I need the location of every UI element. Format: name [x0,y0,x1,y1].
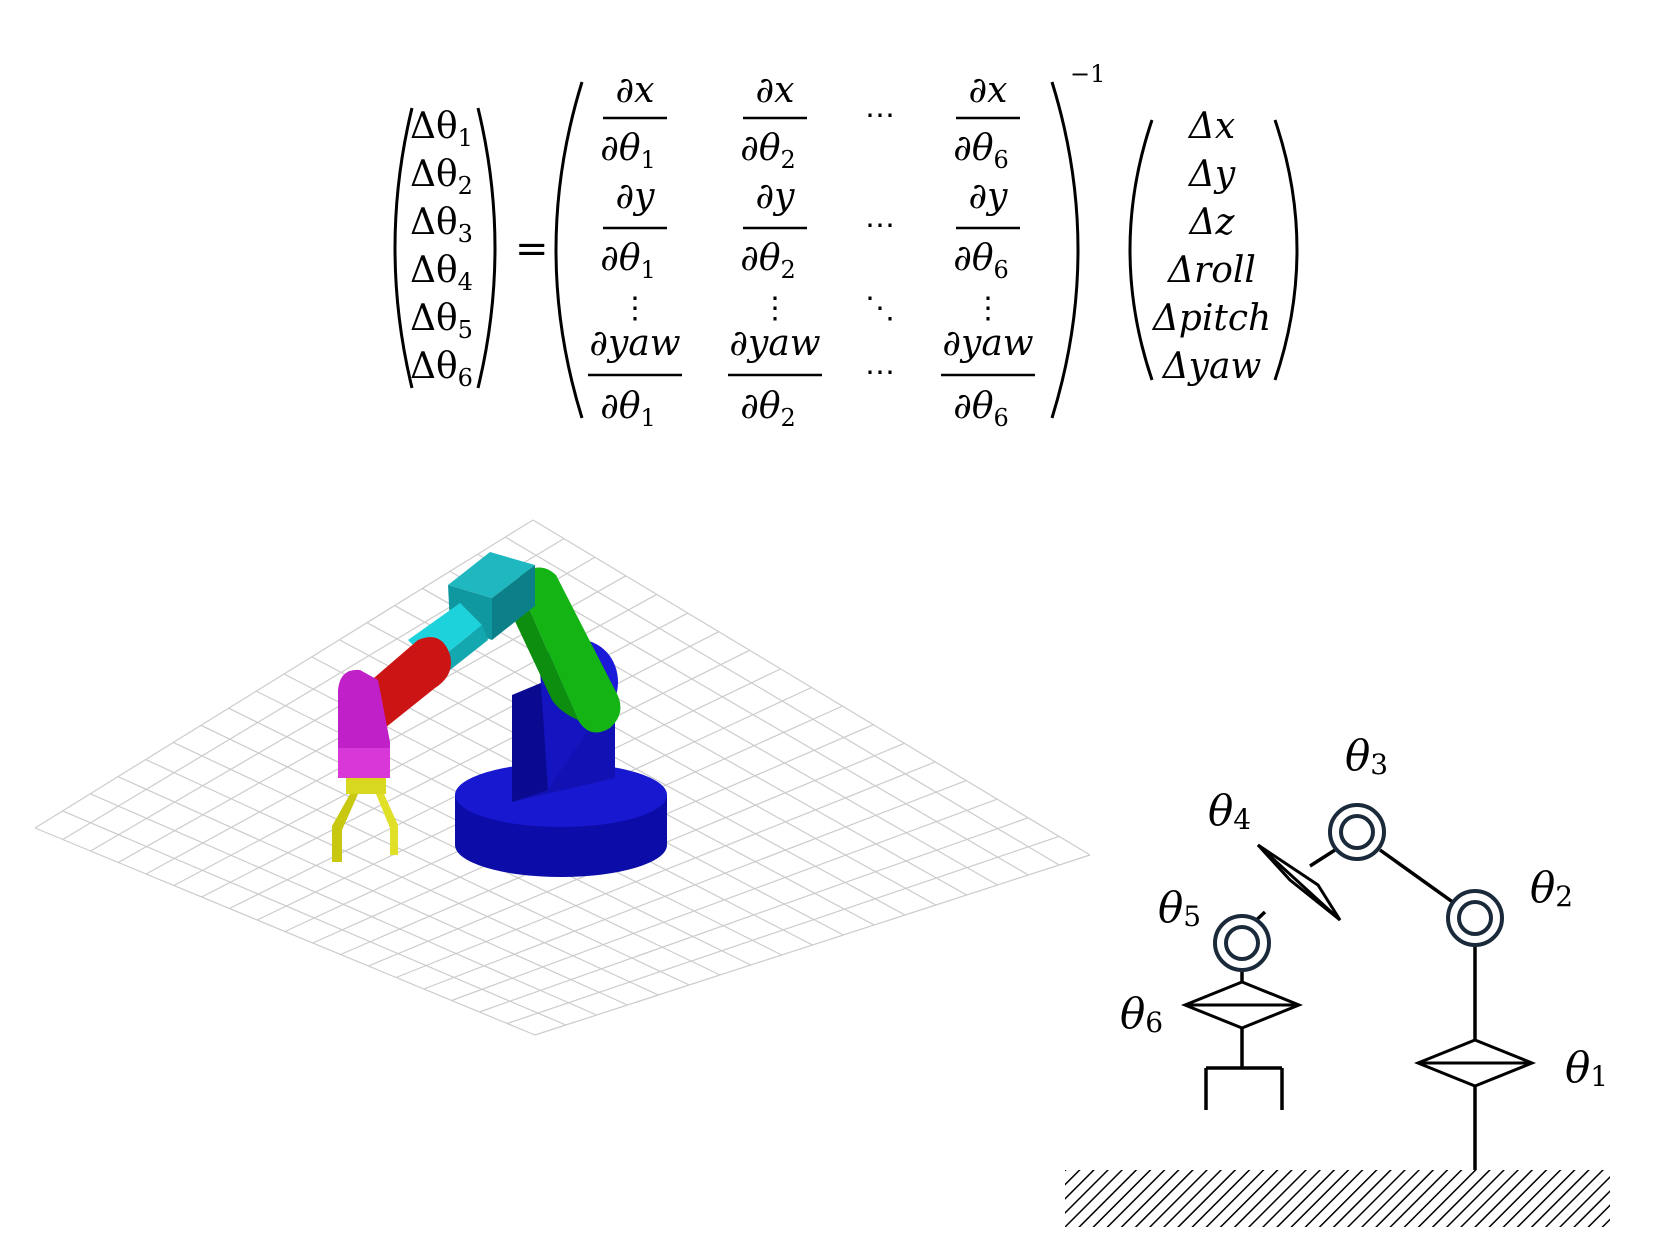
label-theta6: θ6 [1120,989,1163,1039]
jacobian-cell-1-1-den: ∂θ1 [600,128,656,174]
equals-sign: = [515,226,549,272]
lhs-left-paren [393,107,414,389]
jacobian-cell-3-4-dots: ⋮ [973,291,1003,326]
rhs-entry-5: Δpitch [1151,298,1271,339]
label-theta4: θ4 [1208,786,1251,836]
label-theta5: θ5 [1158,883,1201,933]
jacobian-cell-2-2-num: ∂y [756,176,796,217]
grid-line [505,536,1060,866]
kinematic-schematic: θ1 θ2 θ3 θ4 θ5 θ6 [1065,731,1610,1227]
joint-theta6-diamond [1180,980,1304,1030]
lhs-entry-5: Δθ5 [410,298,473,344]
rhs-entry-4: Δroll [1166,250,1256,291]
jacobian-cell-2-1-den: ∂θ1 [600,238,656,284]
lhs-entry-4: Δθ4 [410,250,473,296]
jacobian-cell-1-3-dots: ⋯ [865,98,895,133]
jacobian-equation: Δθ1 Δθ2 Δθ3 Δθ4 Δθ5 Δθ6 = −1 ∂x ∂θ1 ∂x ∂… [393,60,1299,432]
jacobian-cell-1-4-num: ∂x [969,70,1008,111]
rhs-left-paren [1128,119,1154,381]
lhs-right-paren [476,107,497,389]
label-theta2: θ2 [1530,863,1573,913]
grid-line [507,835,1060,1025]
jacobian-cell-3-2-dots: ⋮ [760,291,790,326]
lhs-vector: Δθ1 Δθ2 Δθ3 Δθ4 Δθ5 Δθ6 [393,106,497,392]
grid-line [534,854,1091,1036]
jacobian-cell-4-1-den: ∂θ1 [600,386,656,432]
lhs-entry-6: Δθ6 [410,346,473,392]
joint-theta3-circle [1328,803,1386,861]
joint-theta4-diamond [1256,843,1342,922]
jacobian-cell-4-1-num: ∂yaw [589,323,680,364]
inverse-exponent: −1 [1070,60,1105,88]
lhs-entry-1: Δθ1 [410,106,473,152]
jacobian-cell-1-1-num: ∂x [616,70,655,111]
label-theta3: θ3 [1345,731,1388,781]
jacobian-cell-3-3-dots: ⋱ [865,291,895,326]
jacobian-cell-1-4-den: ∂θ6 [953,128,1009,174]
jacobian-cell-2-4-den: ∂θ6 [953,238,1009,284]
lhs-entry-2: Δθ2 [410,154,473,200]
rhs-entry-6: Δyaw [1161,346,1262,387]
rhs-entry-2: Δy [1187,154,1236,195]
jacobian-cell-4-3-dots: ⋯ [865,355,895,390]
grid-line [479,817,1029,1013]
rhs-right-paren [1273,119,1299,381]
jacobian-cell-3-1-dots: ⋮ [620,291,650,326]
jacobian-matrix: −1 ∂x ∂θ1 ∂x ∂θ2 ⋯ ∂x ∂θ6 ∂y ∂θ1 ∂y ∂θ2 … [554,60,1105,432]
jacobian-cell-2-4-num: ∂y [969,176,1009,217]
joint-theta2-circle [1446,889,1504,947]
jacobian-cell-4-4-den: ∂θ6 [953,386,1009,432]
jacobian-cell-4-4-num: ∂yaw [942,323,1033,364]
jacobian-cell-2-1-num: ∂y [616,176,656,217]
jacobian-cell-4-2-den: ∂θ2 [740,386,796,432]
jacobian-cell-2-2-den: ∂θ2 [740,238,796,284]
jacobian-cell-1-2-den: ∂θ2 [740,128,796,174]
rhs-vector: Δx Δy Δz Δroll Δpitch Δyaw [1128,106,1299,387]
jacobian-right-paren [1050,81,1080,419]
jacobian-left-paren [554,81,584,419]
jacobian-cell-1-2-num: ∂x [756,70,795,111]
lhs-entry-3: Δθ3 [410,202,473,248]
jacobian-cell-4-2-num: ∂yaw [729,323,820,364]
jacobian-cell-2-3-dots: ⋯ [865,208,895,243]
joint-theta1-diamond [1413,1038,1537,1088]
robot-wrist-magenta [338,669,390,778]
robot-gripper [332,778,398,862]
robot-arm-3d-render [34,519,1091,1036]
joint-theta5-circle [1213,914,1271,972]
grid-line [451,798,998,1002]
rhs-entry-1: Δx [1187,106,1235,147]
label-theta1: θ1 [1565,1043,1608,1093]
grid-line [532,519,1091,856]
robot-upper-arm [505,567,621,733]
rhs-entry-3: Δz [1188,202,1236,243]
ground-hatch [1065,1170,1610,1227]
